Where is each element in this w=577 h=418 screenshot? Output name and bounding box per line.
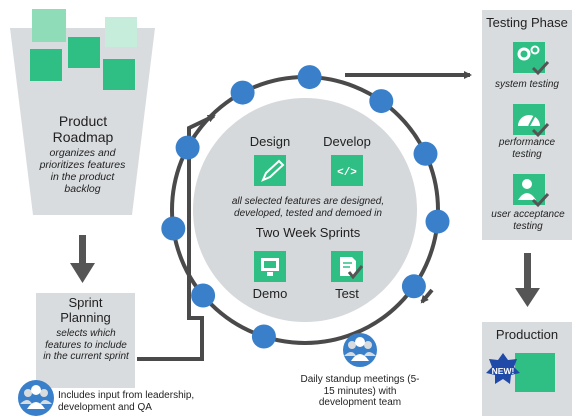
standup-note: Daily standup meetings (5-15 minutes) wi… xyxy=(300,374,420,408)
roadmap-to-planning-arrow-head xyxy=(70,263,95,283)
develop-code-icon: </> xyxy=(331,155,363,186)
sprint-planning-title: Sprint Planning xyxy=(36,295,135,326)
sprint-description: all selected features are designed, deve… xyxy=(231,196,385,219)
product-roadmap-funnel xyxy=(10,9,155,215)
backlog-card-5 xyxy=(103,59,135,90)
backlog-card-4 xyxy=(30,49,62,81)
roadmap-to-planning-arrow-shaft xyxy=(79,235,86,265)
gears-check-icon xyxy=(513,42,550,76)
backlog-card-3 xyxy=(68,37,100,68)
sprint-planning-box xyxy=(36,293,135,388)
demo-label: Demo xyxy=(252,286,288,301)
new-badge-text: NEW! xyxy=(492,366,515,376)
sprint-day-node-5 xyxy=(425,209,450,234)
test-label: Test xyxy=(335,286,359,301)
sprint-day-node-10 xyxy=(175,135,200,160)
product-roadmap-description: organizes and prioritizes features in th… xyxy=(39,147,126,196)
testing-item-system: system testing xyxy=(495,79,559,90)
testing-to-production-arrow-shaft xyxy=(524,253,531,291)
production-title: Production xyxy=(495,327,559,342)
sprint-planning-description: selects which features to include in the… xyxy=(43,328,129,362)
svg-text:</>: </> xyxy=(337,167,357,179)
sprint-loop-arrow xyxy=(420,288,434,304)
standup-team-icon xyxy=(343,333,377,367)
sprint-day-nodes xyxy=(161,65,450,349)
product-roadmap-title: Product Roadmap xyxy=(33,113,133,145)
production-feature-card xyxy=(515,353,555,392)
testing-item-performance: performance testing xyxy=(498,137,556,160)
sprint-planning-title-line1: Sprint xyxy=(68,295,103,310)
sprint-day-node-3 xyxy=(369,89,394,114)
sprint-planning-title-line2: Planning xyxy=(60,309,111,325)
develop-label: Develop xyxy=(323,134,371,149)
sprint-day-node-6 xyxy=(401,274,426,299)
user-check-icon xyxy=(513,174,550,208)
testing-phase-title: Testing Phase xyxy=(486,15,568,30)
test-document-check-icon xyxy=(331,251,364,282)
demo-monitor-icon xyxy=(254,251,286,282)
sprint-title: Two Week Sprints xyxy=(255,225,361,240)
sprint-day-node-7 xyxy=(251,324,276,349)
sprint-day-node-8 xyxy=(191,283,216,308)
planning-to-sprint-connector xyxy=(137,114,216,361)
product-roadmap-title-line1: Product xyxy=(58,113,108,129)
sprint-day-node-9 xyxy=(161,216,186,241)
backlog-card-2 xyxy=(105,17,137,47)
testing-item-user-acceptance: user acceptance testing xyxy=(491,209,565,232)
leadership-note: Includes input from leadership, developm… xyxy=(58,390,195,413)
leadership-team-icon xyxy=(18,380,54,416)
design-icon xyxy=(254,155,286,186)
gauge-check-icon xyxy=(513,104,550,138)
product-roadmap-title-line2: Roadmap xyxy=(52,129,114,146)
sprint-day-node-4 xyxy=(413,141,438,166)
design-label: Design xyxy=(249,134,291,149)
testing-to-production-arrow-head xyxy=(515,288,540,307)
new-badge xyxy=(486,353,520,384)
backlog-card-1 xyxy=(32,9,66,42)
sprint-day-node-2 xyxy=(297,65,322,90)
sprint-day-node-1 xyxy=(230,80,255,105)
